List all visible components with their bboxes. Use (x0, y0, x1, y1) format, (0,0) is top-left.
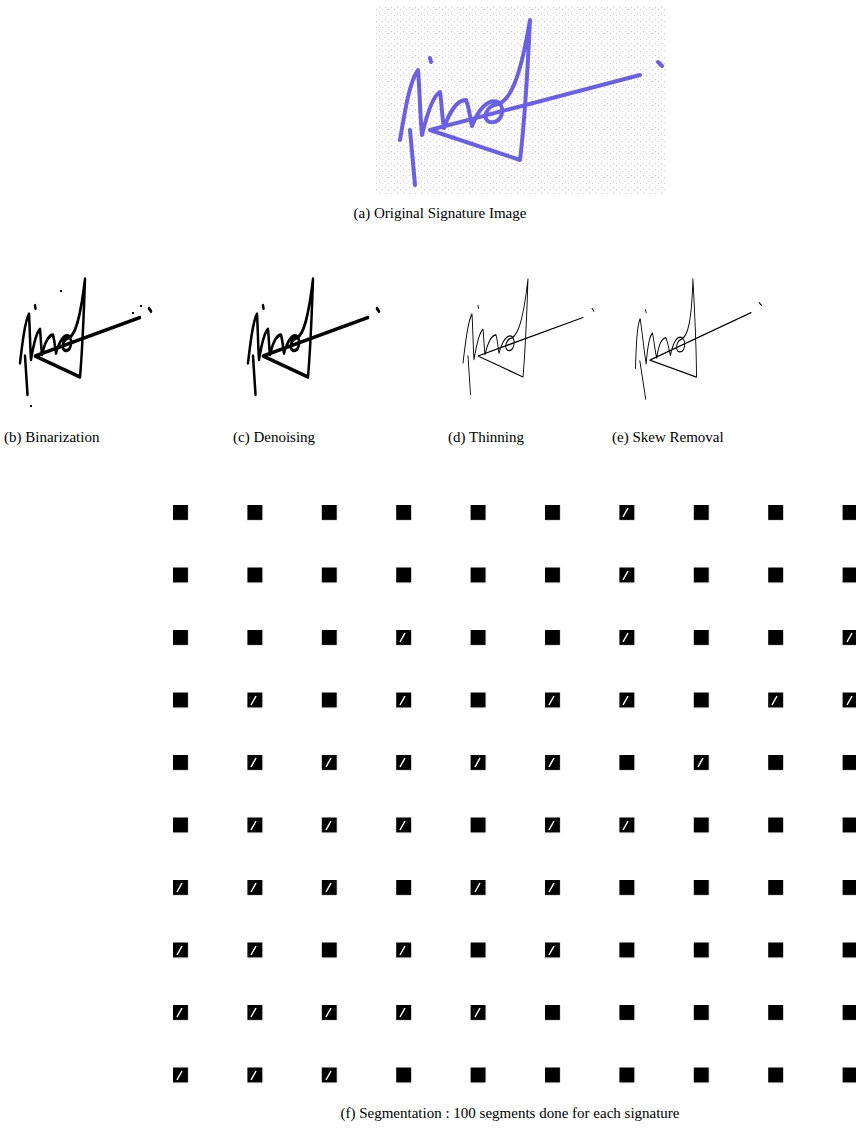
subfigure-caption: (b) Binarization (4, 428, 99, 446)
segment-grid (173, 505, 856, 1130)
subfigure-caption: (d) Thinning (448, 428, 524, 446)
thinned-signature (463, 279, 594, 395)
binary-signature (20, 279, 151, 395)
subfigure-caption: (e) Skew Removal (612, 428, 724, 446)
subfigure-caption: (c) Denoising (233, 428, 315, 446)
paper-texture (375, 5, 665, 195)
noise-dots (30, 290, 142, 407)
subfigure-caption: (a) Original Signature Image (354, 204, 527, 222)
denoised-signature (248, 279, 379, 395)
original-signature (400, 20, 662, 185)
deskewed-signature (628, 273, 769, 399)
segment-strokes (177, 508, 852, 1080)
subfigure-caption: (f) Segmentation : 100 segments done for… (340, 1104, 679, 1122)
